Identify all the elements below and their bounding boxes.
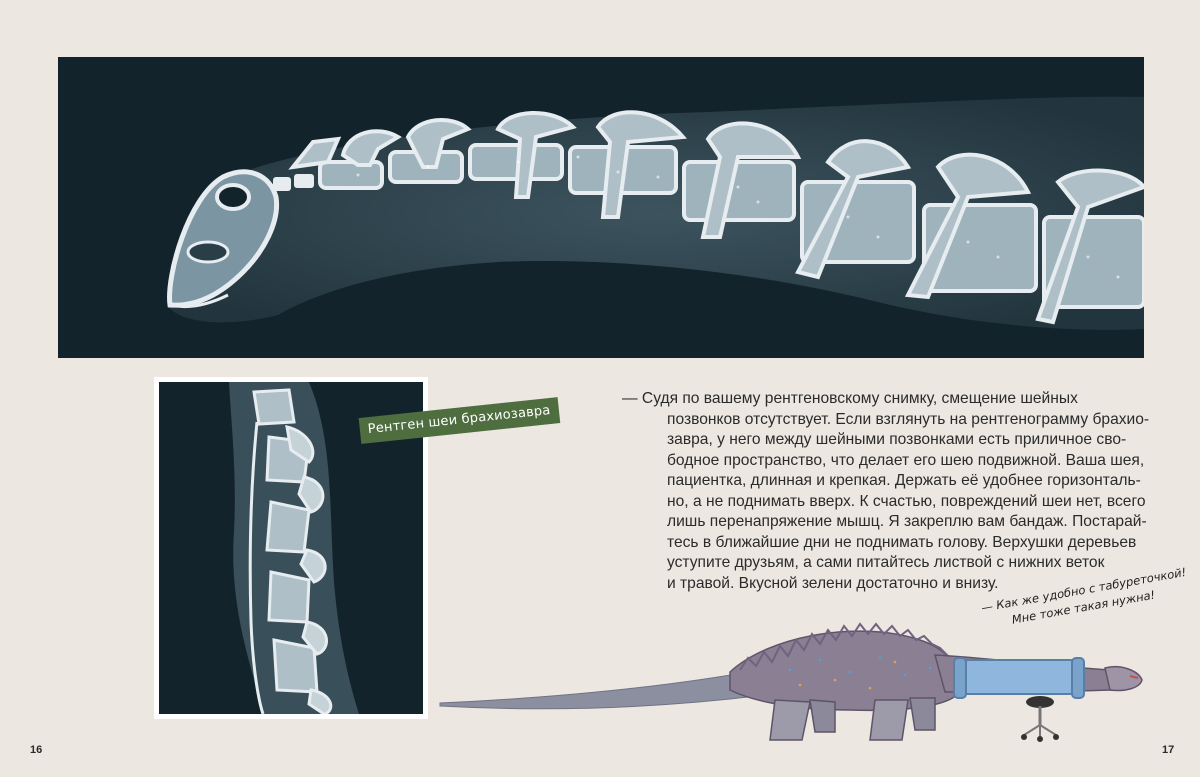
body-line: бодное пространство, что делает его шею … (667, 451, 1145, 469)
neck-xray-image (58, 57, 1144, 358)
brachiosaurus-illustration (430, 600, 1150, 750)
body-line: уступите друзьям, а сами питайтесь листв… (667, 554, 1105, 571)
page-number-right: 17 (1162, 744, 1175, 756)
body-line: и травой. Вкусной зелени достаточно и вн… (667, 574, 999, 592)
body-line: но, а не поднимать вверх. К счастью, пов… (667, 492, 1146, 510)
body-paragraph: — Судя по вашему рентгеновскому снимку, … (622, 389, 1150, 594)
body-line: лишь перенапряжение мышц. Я закреплю вам… (667, 513, 1147, 530)
body-line: завра, у него между шейными позвонками е… (667, 431, 1127, 448)
body-line: пациентка, длинная и крепкая. Держать её… (667, 472, 1141, 489)
body-line: позвонков отсутствует. Если взглянуть на… (667, 410, 1150, 428)
body-line: — Судя по вашему рентгеновскому снимку, … (622, 390, 1078, 407)
body-line: тесь в ближайшие дни не поднимать голову… (667, 533, 1137, 551)
page-number-left: 16 (30, 744, 43, 756)
